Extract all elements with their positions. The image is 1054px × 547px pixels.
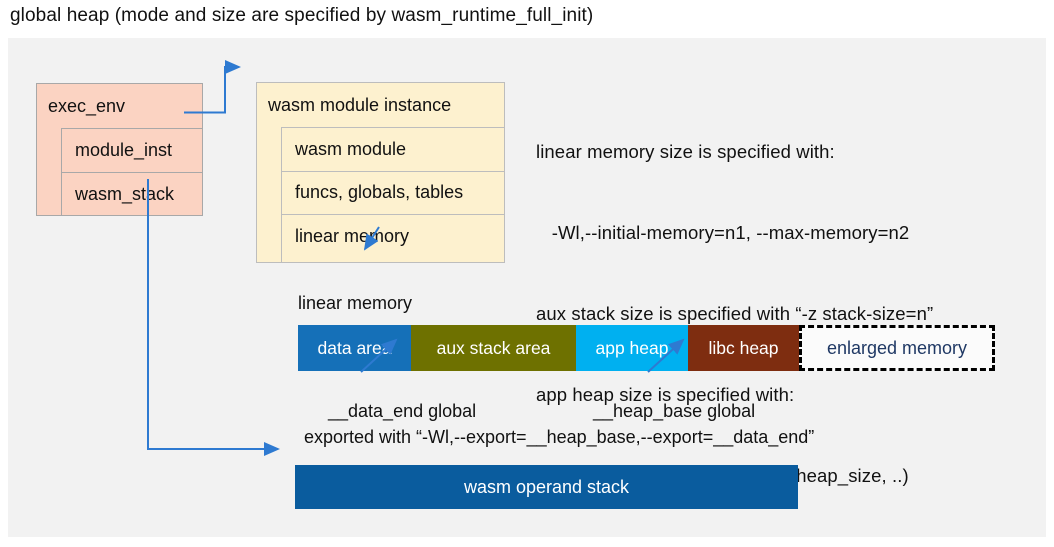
module-instance-header: wasm module instance [268,94,452,115]
data-end-label: __data_end global [328,401,477,421]
note-line: aux stack size is specified with “-z sta… [536,303,934,324]
segment-app-heap: app heap [576,325,688,371]
page-title: global heap (mode and size are specified… [10,5,594,26]
module-instance-rows: wasm module funcs, globals, tables linea… [281,127,505,263]
note-line: app heap size is specified with: [536,384,795,405]
heap-base-label: __heap_base global [593,401,756,421]
operand-stack-note: wasm operand stack size is specified by … [198,519,931,547]
exec-env-box: exec_env module_inst wasm_stack [36,83,203,216]
linear-memory-bar: data area aux stack area app heap libc h… [298,325,995,371]
exec-env-header: exec_env [48,95,126,116]
export-note: exported with “-Wl,--export=__heap_base,… [304,427,815,447]
diagram-panel: exec_env module_inst wasm_stack wasm mod… [8,38,1046,547]
segment-aux-stack-area: aux stack area [411,325,576,371]
note-line: linear memory size is specified with: [536,141,835,162]
exec-env-row-wasm-stack: wasm_stack [75,183,175,204]
linear-memory-label: linear memory [298,293,413,313]
wasm-operand-stack-bar: wasm operand stack [295,465,798,509]
segment-data-area: data area [298,325,411,371]
module-row-linear-memory: linear memory [295,226,410,247]
note-line: -Wl,--initial-memory=n1, --max-memory=n2 [536,222,910,243]
exec-env-row-module-inst: module_inst [62,129,203,173]
module-row-wasm-module: wasm module [282,128,505,172]
segment-enlarged-memory: enlarged memory [799,325,995,371]
module-row-funcs-globals-tables: funcs, globals, tables [282,172,505,215]
segment-libc-heap: libc heap [688,325,799,371]
exec-env-rows: module_inst wasm_stack [61,128,203,216]
module-instance-box: wasm module instance wasm module funcs, … [256,82,505,263]
